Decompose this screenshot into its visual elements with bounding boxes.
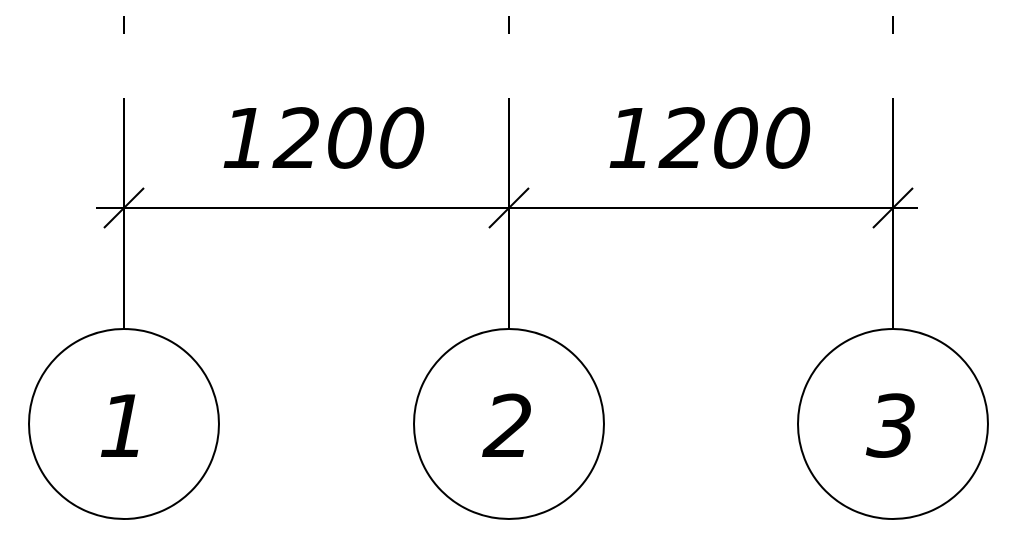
dimension-tick-3 [872,187,914,229]
dimension-label-1: 1200 [220,93,429,188]
dimension-tick-2 [488,187,530,229]
dimension-tick-1 [103,187,145,229]
grid-label-2: 2 [482,378,537,478]
grid-bubble-3 [797,328,989,520]
grid-bubble-1 [28,328,220,520]
grid-bubble-2 [413,328,605,520]
grid-label-3: 3 [866,378,921,478]
grid-label-1: 1 [97,378,152,478]
dimension-label-2: 1200 [606,93,815,188]
